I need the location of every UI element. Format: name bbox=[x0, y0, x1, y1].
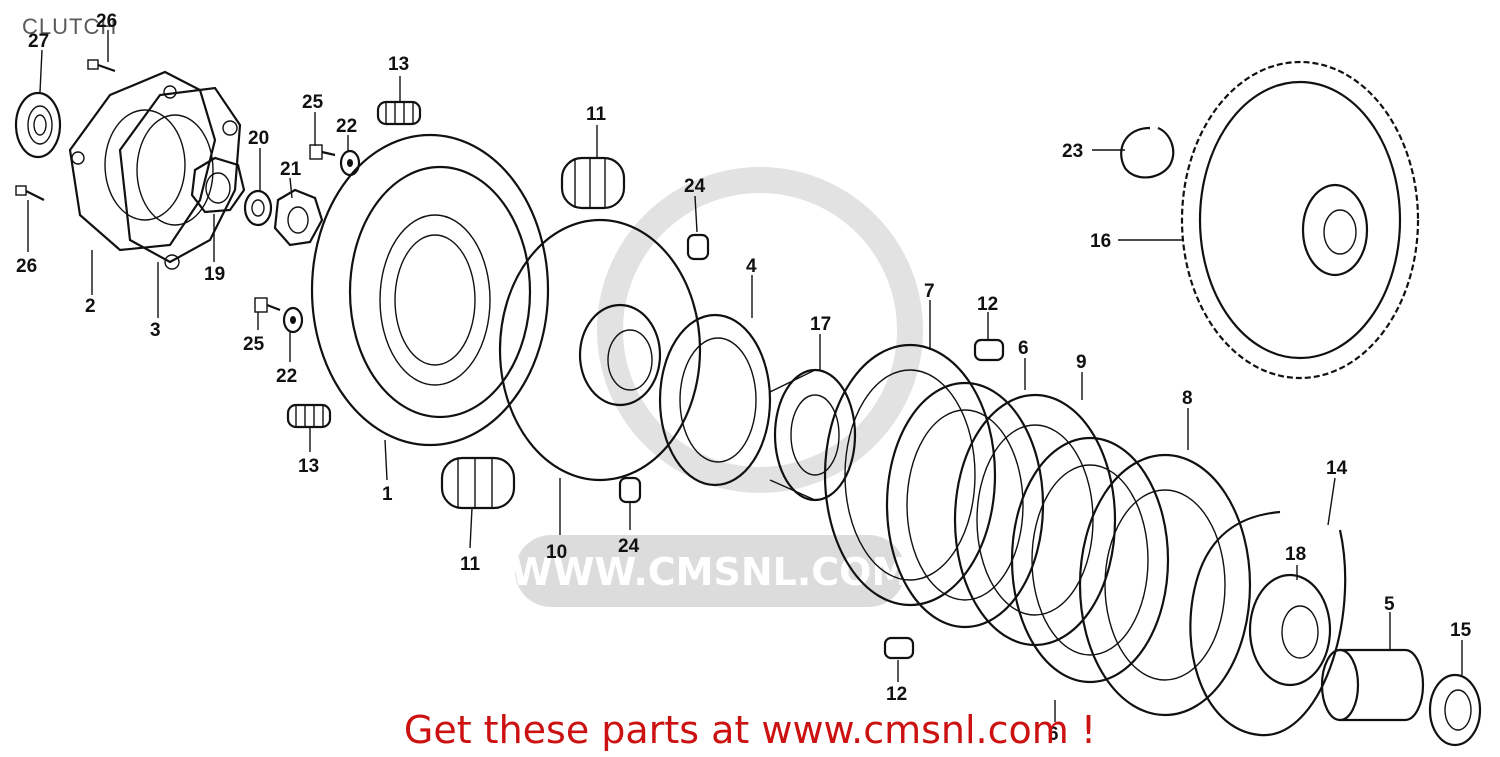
callout-1: 1 bbox=[382, 484, 393, 505]
callout-26-bottom: 26 bbox=[16, 256, 37, 277]
part-5-needle-bearing bbox=[1320, 648, 1425, 722]
callout-9: 9 bbox=[1076, 352, 1087, 373]
callout-22-bottom: 22 bbox=[276, 366, 297, 387]
part-25-bolt-top bbox=[309, 144, 336, 160]
part-13-spring-top bbox=[376, 100, 422, 126]
part-10-drive-plate bbox=[498, 218, 702, 482]
callout-25-top: 25 bbox=[302, 92, 324, 113]
part-18-gear bbox=[1248, 573, 1332, 687]
callout-19: 19 bbox=[204, 264, 225, 285]
callout-11-top: 11 bbox=[586, 104, 607, 125]
part-21-lock-washer bbox=[273, 188, 324, 247]
callout-24-bottom: 24 bbox=[618, 536, 640, 557]
callout-10: 10 bbox=[546, 542, 567, 563]
part-12-spring-top bbox=[973, 338, 1005, 362]
callout-6-bottom: 6 bbox=[1048, 724, 1059, 745]
callout-24-top: 24 bbox=[684, 176, 706, 197]
callout-17: 17 bbox=[810, 314, 831, 335]
part-14-snap-ring bbox=[1189, 510, 1347, 737]
part-24-pin-bottom bbox=[618, 476, 642, 504]
part-26-screws bbox=[15, 59, 116, 201]
part-16-driven-gear bbox=[1180, 60, 1420, 380]
callout-13-bottom: 13 bbox=[298, 456, 319, 477]
callout-14: 14 bbox=[1326, 458, 1348, 479]
callout-26-top: 26 bbox=[96, 11, 117, 32]
footer-promo-text: Get these parts at www.cmsnl.com ! bbox=[403, 708, 1097, 752]
part-6-friction-disc-b bbox=[1010, 436, 1170, 684]
callout-23: 23 bbox=[1062, 141, 1083, 162]
callout-2: 2 bbox=[85, 296, 96, 317]
part-8-plate bbox=[1078, 453, 1252, 717]
callout-12-bottom: 12 bbox=[886, 684, 907, 705]
watermark: WWW.CMSNL.COM bbox=[511, 167, 923, 607]
callout-12-top: 12 bbox=[977, 294, 998, 315]
callout-13-top: 13 bbox=[388, 54, 409, 75]
part-27-bearing bbox=[14, 91, 62, 159]
part-2-cover-plate bbox=[68, 70, 217, 252]
callout-3: 3 bbox=[150, 320, 161, 341]
callout-11-bottom: 11 bbox=[460, 554, 481, 575]
callout-27: 27 bbox=[28, 31, 49, 52]
part-11-spring-bottom bbox=[440, 456, 516, 510]
part-12-spring-bottom bbox=[883, 636, 915, 660]
callout-16: 16 bbox=[1090, 231, 1111, 252]
callout-5: 5 bbox=[1384, 594, 1395, 615]
part-15-seal bbox=[1428, 673, 1482, 747]
leader-lines bbox=[27, 30, 1463, 722]
callout-21: 21 bbox=[280, 159, 302, 180]
part-11-spring-top bbox=[560, 156, 626, 210]
part-3-bracket bbox=[118, 86, 242, 270]
callout-15: 15 bbox=[1450, 620, 1472, 641]
callout-18: 18 bbox=[1285, 544, 1306, 565]
callout-4: 4 bbox=[746, 256, 757, 277]
callout-25-bottom: 25 bbox=[243, 334, 265, 355]
part-24-pin-top bbox=[686, 233, 710, 261]
part-1-clutch-outer bbox=[310, 133, 550, 447]
callout-20: 20 bbox=[248, 128, 269, 149]
part-22-washer-top bbox=[339, 149, 361, 177]
callout-8: 8 bbox=[1182, 388, 1193, 409]
part-4-one-way-clutch bbox=[658, 313, 772, 487]
callout-labels: 27 26 26 2 3 19 20 21 25 22 25 22 13 13 … bbox=[16, 11, 1472, 745]
part-7-plate bbox=[823, 343, 997, 607]
callout-7: 7 bbox=[924, 281, 935, 302]
part-17-clutch-center bbox=[769, 368, 857, 502]
callout-6-top: 6 bbox=[1018, 338, 1029, 359]
part-20-washer bbox=[243, 189, 273, 227]
watermark-text: WWW.CMSNL.COM bbox=[511, 550, 910, 594]
part-19-nut bbox=[190, 156, 246, 214]
part-22-washer-bottom bbox=[282, 306, 304, 334]
part-13-spring-bottom bbox=[286, 403, 332, 429]
part-25-bolt-bottom bbox=[254, 297, 281, 313]
diagram-title: CLUTCH bbox=[22, 14, 118, 39]
callout-22-top: 22 bbox=[336, 116, 357, 137]
part-23-circlip bbox=[1120, 126, 1175, 179]
